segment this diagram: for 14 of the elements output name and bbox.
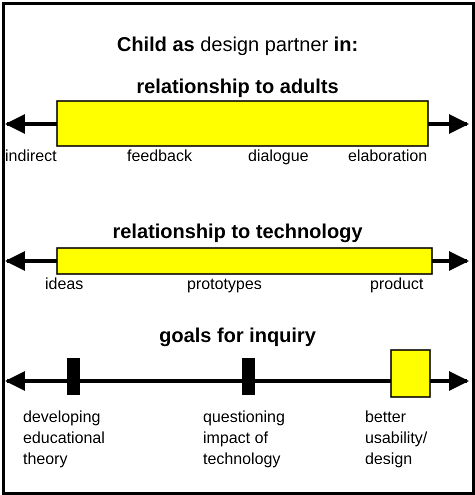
section-heading: relationship to technology [111,221,364,244]
scale-label: ideas [45,276,84,294]
scale-label: prototypes [187,276,262,294]
goal-label: questioning impact of technology [203,408,286,470]
scale-label: indirect [5,148,57,166]
scale-label: elaboration [348,148,428,166]
scale-label: dialogue [248,148,308,166]
goal-label: developing educational theory [23,408,106,470]
section-heading: goals for inquiry [158,325,317,348]
scale-label: product [370,276,424,294]
scale-label: feedback [127,148,192,166]
goal-label: better usability/ design [365,408,428,470]
section-heading: relationship to adults [135,76,340,99]
diagram-title: Child as design partner in: [116,34,360,57]
